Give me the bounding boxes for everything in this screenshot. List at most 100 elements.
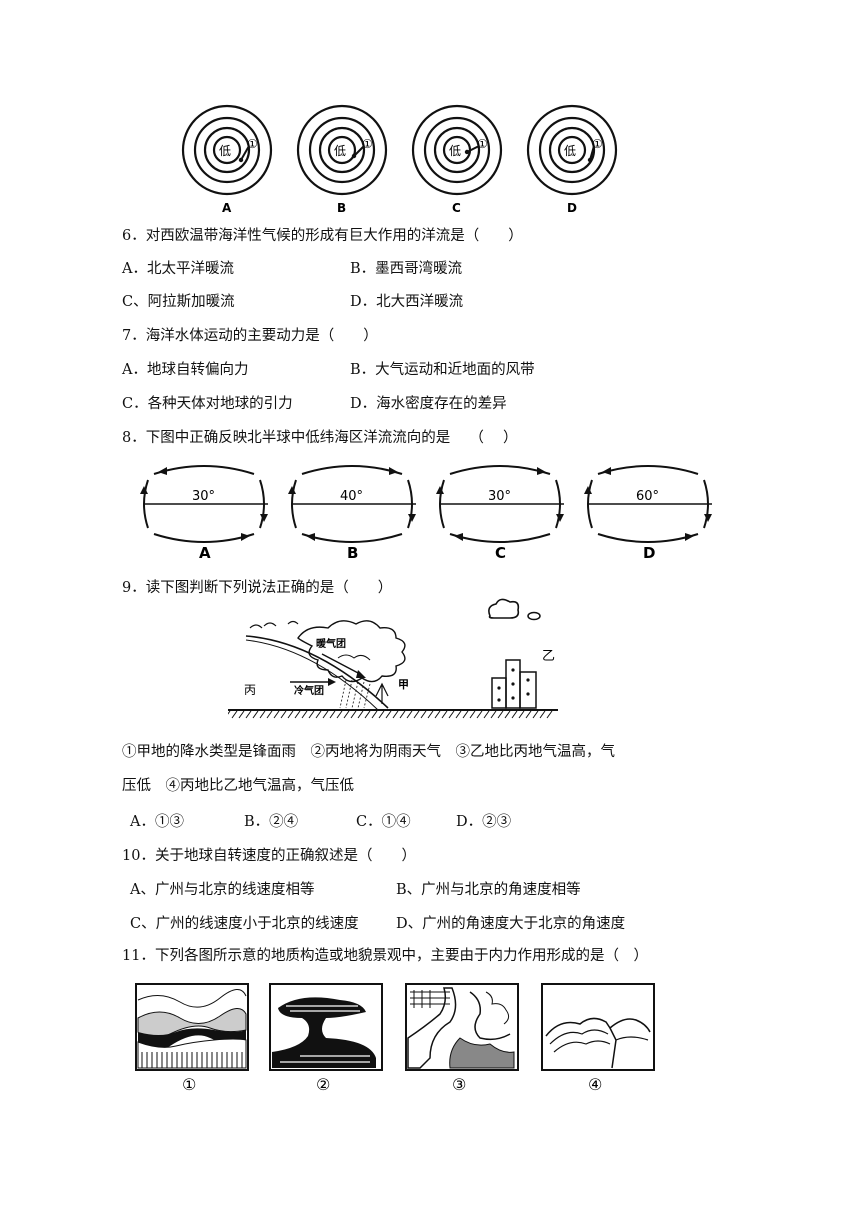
landform-label-3: ③ [452,1075,466,1094]
ground-hatch-line [497,710,504,719]
ground-hatch-line [357,710,364,719]
ground-hatch-line [406,710,413,719]
question-6-stem: 6．对西欧温带海洋性气候的形成有巨大作用的洋流是（ ） [122,228,523,244]
ground-hatch-line [490,710,497,719]
current-arrowhead [436,486,444,494]
current-arrowhead [288,486,296,494]
current-arrowhead [389,467,398,475]
ground-hatch-line [350,710,357,719]
question-7-option-c: C．各种天体对地球的引力 [122,396,293,412]
ground-hatch-line [420,710,427,719]
question-9-stem: 9．读下图判断下列说法正确的是（ ） [122,580,393,596]
gyre-panel-letter: D [643,544,655,562]
current-arrowhead [306,533,315,541]
isobar-panel-letter: D [567,201,577,215]
current-arrowhead [556,514,564,522]
current-arrowhead [140,486,148,494]
ground-hatch-line [448,710,455,719]
ground-hatch-line [329,710,336,719]
current-arrowhead [260,514,268,522]
ground-hatch-line [525,710,532,719]
jia-label: 甲 [398,678,409,691]
wind-arrow [240,145,250,161]
ground-hatch-line [476,710,483,719]
ground-hatch-line [546,710,553,719]
landform-label-2: ② [316,1075,330,1094]
ground-hatch-line [532,710,539,719]
wind-arrow-head [238,157,244,163]
warm-air-label: 暖气团 [316,637,346,650]
wind-arrow-head [351,153,357,159]
current-arc-right [259,479,265,529]
current-arc-right [703,479,709,529]
landform-panel-4: ④ [541,983,655,1094]
current-arrowhead [602,467,611,475]
ground-hatch-line [287,710,294,719]
question-8-stem: 8．下图中正确反映北半球中低纬海区洋流流向的是 （ ） [122,430,518,446]
current-arrowhead [685,533,694,541]
ground-hatch-line [371,710,378,719]
current-arc-bottom [449,533,551,543]
gyre-panel-letter: A [199,544,211,562]
wind-arrow [353,145,365,157]
isobar-ring [411,104,503,196]
current-arc-left [291,479,297,529]
landform-label-1: ① [182,1075,196,1094]
ground-hatch-line [231,710,238,719]
isobar-ring [318,126,366,174]
low-pressure-label: 低 [219,144,231,158]
question-10-option-a: A、广州与北京的线速度相等 [130,882,315,898]
ground-hatch-line [504,710,511,719]
current-arrowhead [704,514,712,522]
latitude-label: 30° [192,489,215,504]
cold-air-label: 冷气团 [294,684,324,697]
current-arc-bottom [301,533,403,543]
current-arrowhead [584,486,592,494]
current-arc-bottom [597,533,699,543]
current-arc-left [143,479,149,529]
ground-hatch-line [483,710,490,719]
isobar-ring [548,126,596,174]
gyre-panel-letter: C [495,544,506,562]
question-9-statement-line2: 压低 ④丙地比乙地气温高，气压低 [122,778,354,794]
question-6-option-c: C、阿拉斯加暖流 [122,294,235,310]
ground-hatch-line [315,710,322,719]
current-arc-left [587,479,593,529]
point-marker: ① [477,137,488,151]
question-10-option-d: D、广州的角速度大于北京的角速度 [396,916,626,932]
yi-label: 乙 [542,649,555,664]
wind-arrow [466,145,480,153]
latitude-label: 60° [636,489,659,504]
isobar-panel-letter: C [452,201,461,215]
current-arc-right [407,479,413,529]
question-6-option-b: B．墨西哥湾暖流 [350,261,463,277]
current-arc-top [153,465,255,475]
figure-front: 暖气团 冷气团 丙 甲 乙 [228,598,558,719]
current-arrowhead [454,533,463,541]
question-10-stem: 10．关于地球自转速度的正确叙述是（ ） [122,848,416,864]
isobar-ring [433,126,481,174]
ground-hatch-line [364,710,371,719]
isobar-ring [327,135,357,165]
question-6-option-a: A．北太平洋暖流 [122,261,234,277]
ground-hatch-line [301,710,308,719]
question-9-statement-line1: ①甲地的降水类型是锋面雨 ②丙地将为阴雨天气 ③乙地比丙地气温高，气 [122,744,615,760]
ground-hatch-line [434,710,441,719]
current-arrowhead [408,514,416,522]
ground-hatch-line [308,710,315,719]
ground-hatch-line [343,710,350,719]
current-arc-right [555,479,561,529]
isobar-ring [538,116,606,184]
ground-hatch-line [469,710,476,719]
point-marker: ① [592,137,603,151]
ground-hatch-line [245,710,252,719]
isobar-panel-letter: B [337,201,346,215]
isobar-ring [203,126,251,174]
current-arc-top [597,465,699,475]
isobar-ring [212,135,242,165]
ground-hatch-line [322,710,329,719]
isobar-panel-letter: A [222,201,232,215]
